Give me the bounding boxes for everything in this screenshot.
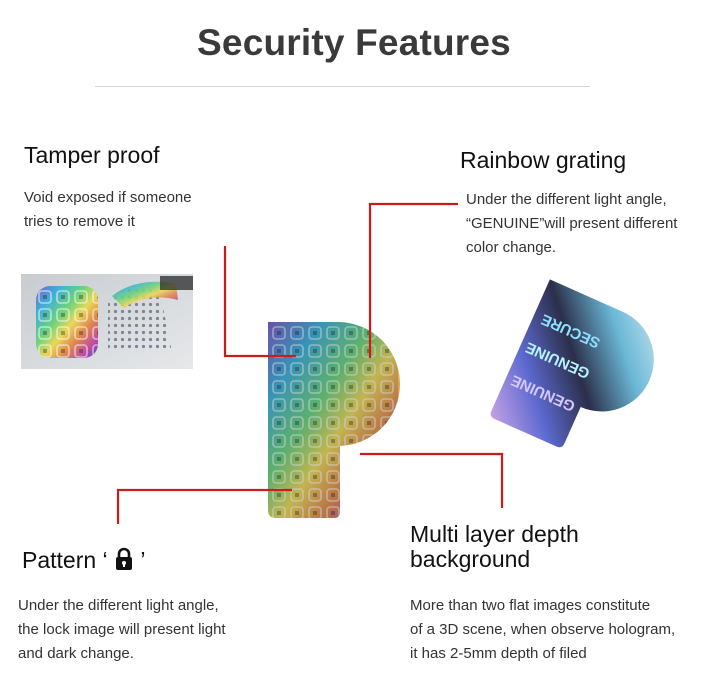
pattern-description: Under the different light angle, the loc… [18, 594, 226, 666]
rainbow-grating-line-2: “GENUINE”will present different [466, 215, 678, 232]
tamper-proof-line-1: Void exposed if someone [24, 189, 192, 206]
multi-layer-line-1: More than two flat images constitute [410, 597, 651, 614]
pattern-heading: Pattern ‘ ’ [22, 547, 146, 576]
hologram-p-sticker [268, 322, 401, 518]
leader-line-tamper [223, 246, 296, 358]
multi-layer-description: More than two flat images constitute of … [410, 594, 675, 666]
leader-lines [116, 202, 504, 524]
pattern-heading-prefix: Pattern ‘ [22, 547, 115, 573]
rainbow-grating-heading: Rainbow grating [460, 147, 627, 173]
pattern-heading-suffix: ’ [134, 547, 146, 573]
pattern-line-1: Under the different light angle, [18, 597, 219, 614]
multi-layer-line-3: it has 2-5mm depth of filed [410, 645, 587, 662]
leader-line-multilayer [360, 452, 504, 508]
page-title: Security Features [197, 22, 511, 63]
rainbow-grating-line-3: color change. [466, 239, 557, 256]
tamper-proof-line-2: tries to remove it [24, 213, 135, 230]
genuine-p-sticker: SECURE GENUINE GENUINE [490, 279, 654, 448]
lock-icon [114, 547, 134, 576]
rainbow-grating-line-1: Under the different light angle, [466, 191, 667, 208]
pattern-line-2: the lock image will present light [18, 621, 226, 638]
rainbow-grating-description: Under the different light angle, “GENUIN… [466, 188, 677, 260]
tamper-proof-description: Void exposed if someone tries to remove … [24, 186, 192, 234]
multi-layer-heading-line-1: Multi layer depth [410, 521, 579, 547]
multi-layer-line-2: of a 3D scene, when observe hologram, [410, 621, 676, 638]
multi-layer-heading: Multi layer depth background [410, 522, 579, 572]
tamper-proof-heading: Tamper proof [24, 142, 160, 168]
title-divider [95, 86, 590, 87]
leader-line-pattern [116, 488, 292, 524]
multi-layer-heading-line-2: background [410, 546, 531, 572]
leader-line-rainbow [368, 202, 458, 358]
pattern-line-3: and dark change. [18, 645, 134, 662]
tamper-proof-photo [21, 274, 193, 369]
